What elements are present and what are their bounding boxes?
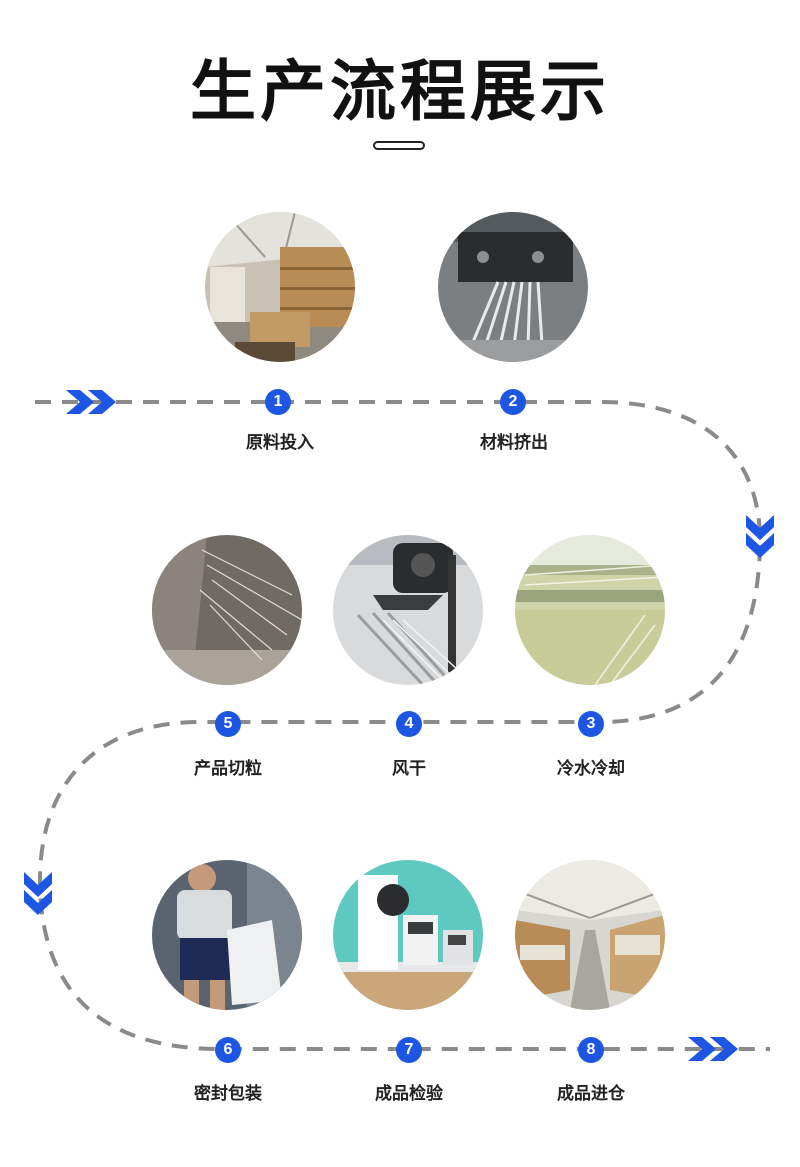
- step-number-6: 6: [215, 1037, 241, 1063]
- chevron-right-icon: [66, 390, 116, 414]
- step-photo-warehouse: [205, 212, 355, 362]
- step-number-3: 3: [578, 711, 604, 737]
- step-label-8: 成品进仓: [557, 1084, 625, 1104]
- page-title: 生产流程展示: [190, 53, 610, 130]
- chevron-down-icon: [24, 872, 52, 915]
- step-photo-water-cooling: [515, 535, 665, 685]
- step-photo-finished-warehouse: [515, 860, 665, 1010]
- step-photo-packing: [152, 860, 302, 1010]
- step-number-7: 7: [396, 1037, 422, 1063]
- title-divider: [373, 141, 425, 150]
- step-label-5: 产品切粒: [194, 759, 262, 779]
- step-number-4: 4: [396, 711, 422, 737]
- step-number-1: 1: [265, 389, 291, 415]
- step-label-3: 冷水冷却: [557, 759, 625, 779]
- step-number-8: 8: [578, 1037, 604, 1063]
- step-photo-extruder: [438, 212, 588, 362]
- step-label-2: 材料挤出: [480, 433, 548, 453]
- step-photo-pellet-cutting: [152, 535, 302, 685]
- step-photo-lab-testing: [333, 860, 483, 1010]
- step-photo-air-dryer: [333, 535, 483, 685]
- step-number-5: 5: [215, 711, 241, 737]
- step-label-1: 原料投入: [246, 433, 314, 453]
- step-label-4: 风干: [392, 759, 426, 779]
- chevron-down-icon: [746, 515, 774, 558]
- step-label-6: 密封包装: [194, 1084, 262, 1104]
- step-number-2: 2: [500, 389, 526, 415]
- chevron-right-icon: [688, 1037, 738, 1061]
- step-label-7: 成品检验: [375, 1084, 443, 1104]
